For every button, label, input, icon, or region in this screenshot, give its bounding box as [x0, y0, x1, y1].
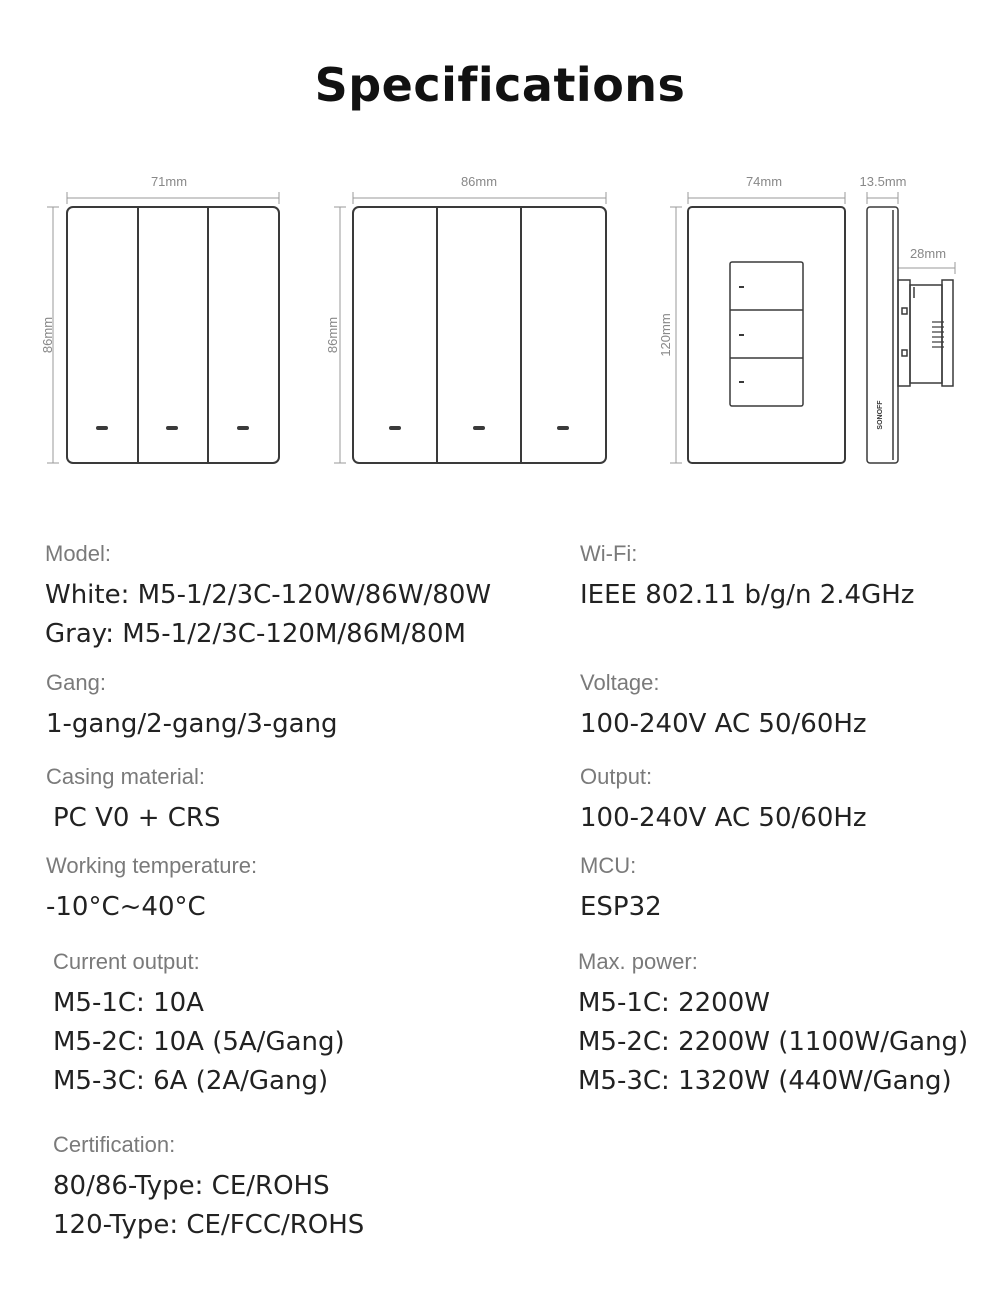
switch-1-front-view: [66, 206, 280, 464]
spec-label: Wi-Fi:: [580, 541, 638, 566]
switch-1-width-label: 71mm: [151, 174, 187, 189]
spec-value: Gray: M5-1/2/3C-120M/86M/80M: [45, 619, 466, 649]
switch-2-width-label: 86mm: [461, 174, 497, 189]
switch-2-front-view: [352, 206, 607, 464]
spec-label: Voltage:: [580, 670, 660, 695]
spec-label: Max. power:: [578, 949, 698, 974]
spec-gang: Gang: 1-gang/2-gang/3-gang: [46, 669, 338, 744]
indicator-led: [473, 426, 485, 430]
spec-value: M5-1C: 2200W: [578, 988, 770, 1018]
indicator-led: [166, 426, 178, 430]
spec-label: Working temperature:: [46, 853, 258, 878]
spec-label: Current output:: [53, 949, 200, 974]
spec-value: M5-2C: 10A (5A/Gang): [53, 1027, 345, 1057]
spec-label: Casing material:: [46, 764, 205, 789]
spec-value: 80/86-Type: CE/ROHS: [53, 1171, 330, 1201]
spec-casing-material: Casing material: PC V0 + CRS: [46, 763, 220, 838]
indicator-led: [739, 334, 744, 336]
switch-3-height-label: 120mm: [658, 313, 673, 356]
spec-value: IEEE 802.11 b/g/n 2.4GHz: [580, 580, 915, 610]
spec-value: M5-3C: 6A (2A/Gang): [53, 1066, 329, 1096]
spec-model: Model: White: M5-1/2/3C-120W/86W/80W Gra…: [45, 540, 491, 654]
indicator-led: [389, 426, 401, 430]
spec-label: Model:: [45, 541, 112, 566]
switch-side-view: [866, 206, 954, 464]
spec-value: 1-gang/2-gang/3-gang: [46, 709, 338, 739]
indicator-led: [237, 426, 249, 430]
spec-value: ESP32: [580, 892, 662, 922]
indicator-led: [96, 426, 108, 430]
spec-label: Gang:: [46, 670, 106, 695]
dimension-diagram: 71mm 86mm 86mm 86mm 74mm 120mm 13.5mm 28…: [40, 174, 956, 464]
spec-value: PC V0 + CRS: [53, 803, 221, 833]
side-view-thickness-label: 13.5mm: [860, 174, 907, 189]
spec-value: M5-2C: 2200W (1100W/Gang): [578, 1027, 969, 1057]
brand-logo: SONOFF: [877, 400, 884, 430]
spec-mcu: MCU: ESP32: [580, 852, 662, 927]
indicator-led: [739, 381, 744, 383]
spec-value: White: M5-1/2/3C-120W/86W/80W: [45, 580, 492, 610]
spec-value: M5-1C: 10A: [53, 988, 204, 1018]
spec-value: M5-3C: 1320W (440W/Gang): [578, 1066, 952, 1096]
side-view-depth-label: 28mm: [910, 246, 946, 261]
spec-working-temperature: Working temperature: -10°C~40°C: [46, 852, 257, 927]
switch-2-height-label: 86mm: [325, 317, 340, 353]
spec-label: MCU:: [580, 853, 637, 878]
spec-current-output: Current output: M5-1C: 10A M5-2C: 10A (5…: [53, 948, 345, 1101]
spec-value: -10°C~40°C: [46, 892, 206, 922]
spec-label: Output:: [580, 764, 653, 789]
switch-3-front-view: [687, 206, 846, 464]
page-title: Specifications: [314, 58, 686, 112]
spec-value: 120-Type: CE/FCC/ROHS: [53, 1210, 365, 1240]
indicator-led: [739, 286, 744, 288]
spec-label: Certification:: [53, 1132, 176, 1157]
switch-3-width-label: 74mm: [746, 174, 782, 189]
spec-certification: Certification: 80/86-Type: CE/ROHS 120-T…: [53, 1131, 364, 1245]
spec-value: 100-240V AC 50/60Hz: [580, 709, 867, 739]
indicator-led: [557, 426, 569, 430]
spec-wifi: Wi-Fi: IEEE 802.11 b/g/n 2.4GHz: [580, 540, 914, 615]
spec-output: Output: 100-240V AC 50/60Hz: [580, 763, 867, 838]
spec-value: 100-240V AC 50/60Hz: [580, 803, 867, 833]
spec-voltage: Voltage: 100-240V AC 50/60Hz: [580, 669, 867, 744]
switch-1-height-label: 86mm: [40, 317, 55, 353]
spec-max-power: Max. power: M5-1C: 2200W M5-2C: 2200W (1…: [578, 948, 968, 1101]
